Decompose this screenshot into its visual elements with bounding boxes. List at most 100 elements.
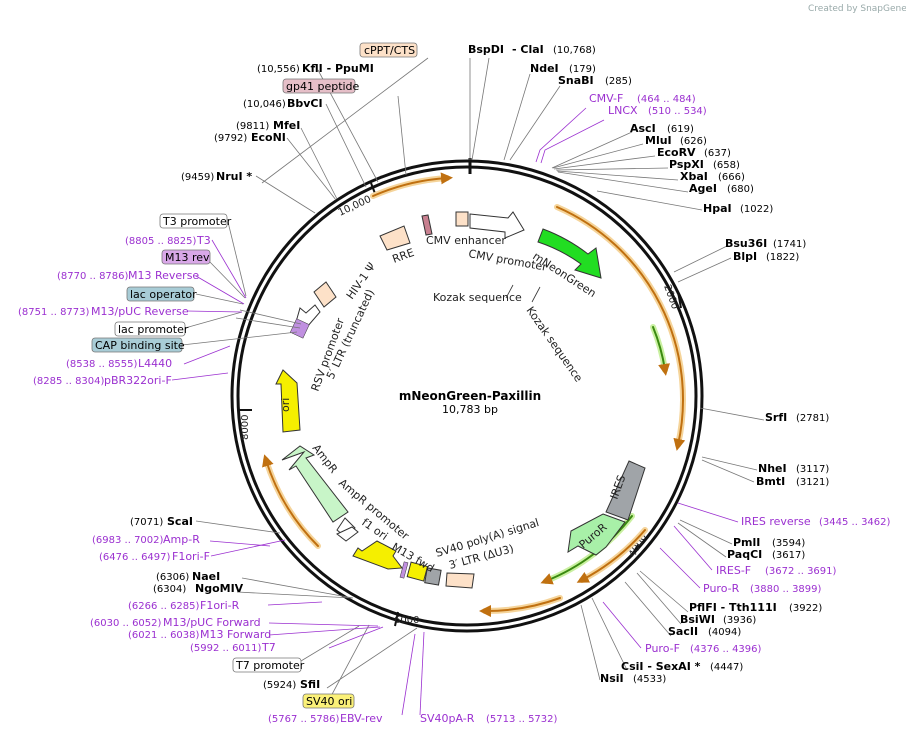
primer-m13-forward: M13 Forward <box>200 628 271 641</box>
enzyme-bspdi: BspDI <box>468 43 504 56</box>
enzyme-labels: BspDI - ClaI (10,768) NdeI (179) SnaBI (… <box>130 43 829 691</box>
primer-t7-coord: (5992 .. 6011) <box>190 643 262 654</box>
snapgene-credit: Created by SnapGene <box>808 4 906 14</box>
enzyme-ndei: NdeI <box>530 62 559 75</box>
enzyme-sacii: SacII <box>668 625 698 638</box>
primer-l4440: L4440 <box>138 357 172 370</box>
backbone <box>230 159 704 633</box>
enzyme-nhei-coord: (3117) <box>796 464 829 475</box>
enzyme-asci-coord: (619) <box>667 124 694 135</box>
ampr-arrow <box>281 445 349 523</box>
enzyme-xbai-coord: (666) <box>718 172 745 183</box>
enzyme-nrui: NruI * <box>216 170 252 183</box>
enzyme-snabi: SnaBI <box>558 74 594 87</box>
label-kozak-1: Kozak sequence <box>433 291 522 304</box>
enzyme-paqci-coord: (3617) <box>772 550 805 561</box>
leader-lines <box>181 57 765 701</box>
enzyme-bsu36i-coord: (1741) <box>773 239 806 250</box>
map-title: mNeonGreen-Paxillin <box>399 389 541 403</box>
label-cmv-enhancer: CMV enhancer <box>426 234 506 247</box>
label-kozak-2: Kozak sequence <box>524 304 586 384</box>
primer-cmv-f: CMV-F <box>589 92 623 105</box>
orf-arc-lower-right <box>576 529 646 583</box>
primer-lncx-coord: (510 .. 534) <box>648 106 707 117</box>
enzyme-nsii: NsiI <box>600 672 624 685</box>
tick-label-6000: 6000 <box>394 615 419 626</box>
primer-sv40pa-r-coord: (5713 .. 5732) <box>486 714 558 725</box>
enzyme-ngomiv-coord: (6304) <box>153 584 186 595</box>
box-lac-promoter <box>114 321 186 337</box>
enzyme-nrui-coord: (9459) <box>181 172 214 183</box>
enzyme-agei: AgeI <box>689 182 717 195</box>
enzyme-bsu36i: Bsu36I <box>725 237 767 250</box>
label-cpptcts: cPPT/CTS <box>364 44 415 57</box>
enzyme-bmti: BmtI <box>756 475 785 488</box>
gp41-small <box>421 214 433 236</box>
primer-ebv-rev-coord: (5767 .. 5786) <box>268 714 340 725</box>
lac-region-box <box>289 318 310 339</box>
box-m13-rev <box>161 249 211 265</box>
enzyme-blpi: BlpI <box>733 250 757 263</box>
primer-f1ori-f: F1ori-F <box>172 550 210 563</box>
primer-ires-f: IRES-F <box>716 564 751 577</box>
enzyme-sfii: SfiI <box>300 678 320 691</box>
primer-puro-r: Puro-R <box>703 582 740 595</box>
primer-t3: T3 <box>196 234 211 247</box>
primer-m13-reverse-coord: (8770 .. 8786) <box>57 271 129 282</box>
orf-arc-bottom <box>479 597 561 618</box>
enzyme-pmli: PmlI <box>733 536 760 549</box>
enzyme-econi-coord: (9792) <box>214 133 247 144</box>
box-sv40-ori <box>302 693 355 709</box>
primer-f1ori-r: F1ori-R <box>200 599 240 612</box>
primer-pbr322ori-f-coord: (8285 .. 8304) <box>33 376 105 387</box>
enzyme-naei-coord: (6306) <box>156 572 189 583</box>
primer-puro-f-coord: (4376 .. 4396) <box>690 644 762 655</box>
orf-arc-inner-right <box>652 326 671 376</box>
primer-amp-r-coord: (6983 .. 7002) <box>92 535 164 546</box>
primer-amp-r: Amp-R <box>163 533 200 546</box>
enzyme-scai-coord: (7071) <box>130 517 163 528</box>
enzyme-bmti-coord: (3121) <box>796 477 829 488</box>
primer-m13puc-reverse-coord: (8751 .. 8773) <box>18 307 90 318</box>
enzyme-pflfi: PflFI - Tth111I <box>689 601 777 614</box>
enzyme-snabi-coord: (285) <box>605 76 632 87</box>
primer-m13puc-forward-coord: (6030 .. 6052) <box>90 618 162 629</box>
ltr5-box <box>313 281 337 308</box>
primer-t7: T7 <box>261 641 276 654</box>
cmv-promoter-arrow <box>469 211 525 239</box>
enzyme-sfii-coord: (5924) <box>263 680 296 691</box>
box-lac-operator <box>126 286 195 302</box>
cmv-enhancer-box <box>455 211 469 227</box>
primer-cmv-f-coord: (464 .. 484) <box>637 94 696 105</box>
boxed-feature-labels: cPPT/CTS gp41 peptide T3 promoter M13 re… <box>91 42 418 709</box>
primer-f1ori-r-coord: (6266 .. 6285) <box>128 601 200 612</box>
label-cap-binding: CAP binding site <box>95 339 185 352</box>
enzyme-ecorv: EcoRV <box>657 146 696 159</box>
enzyme-pmli-coord: (3594) <box>772 538 805 549</box>
f1-ori-arrow <box>352 540 403 570</box>
primer-lncx: LNCX <box>608 104 638 117</box>
enzyme-ecorv-coord: (637) <box>704 148 731 159</box>
enzyme-mlui-coord: (626) <box>680 136 707 147</box>
primer-sv40pa-r: SV40pA-R <box>420 712 475 725</box>
enzyme-econi: EcoNI <box>251 131 286 144</box>
enzyme-bbvci: BbvCI <box>287 97 323 110</box>
enzyme-ngomiv: NgoMIV <box>195 582 244 595</box>
sv40-polya-box <box>424 567 442 586</box>
enzyme-mlui: MluI <box>645 134 672 147</box>
box-t7-promoter <box>232 657 302 673</box>
tick-4000 <box>629 544 639 559</box>
primer-ires-reverse-coord: (3445 .. 3462) <box>819 517 891 528</box>
enzyme-agei-coord: (680) <box>727 184 754 195</box>
orf-arc-top <box>372 172 453 197</box>
mneongreen-arrow <box>537 228 602 279</box>
primer-ires-f-coord: (3672 .. 3691) <box>765 566 837 577</box>
primer-puro-f: Puro-F <box>645 642 680 655</box>
enzyme-nsii-coord: (4533) <box>633 674 666 685</box>
primer-m13puc-reverse: M13/pUC Reverse <box>91 305 189 318</box>
primer-f1ori-f-coord: (6476 .. 6497) <box>99 552 171 563</box>
primer-puro-r-coord: (3880 .. 3899) <box>750 584 822 595</box>
primer-ires-reverse: IRES reverse <box>741 515 811 528</box>
tick-2000 <box>677 291 682 309</box>
